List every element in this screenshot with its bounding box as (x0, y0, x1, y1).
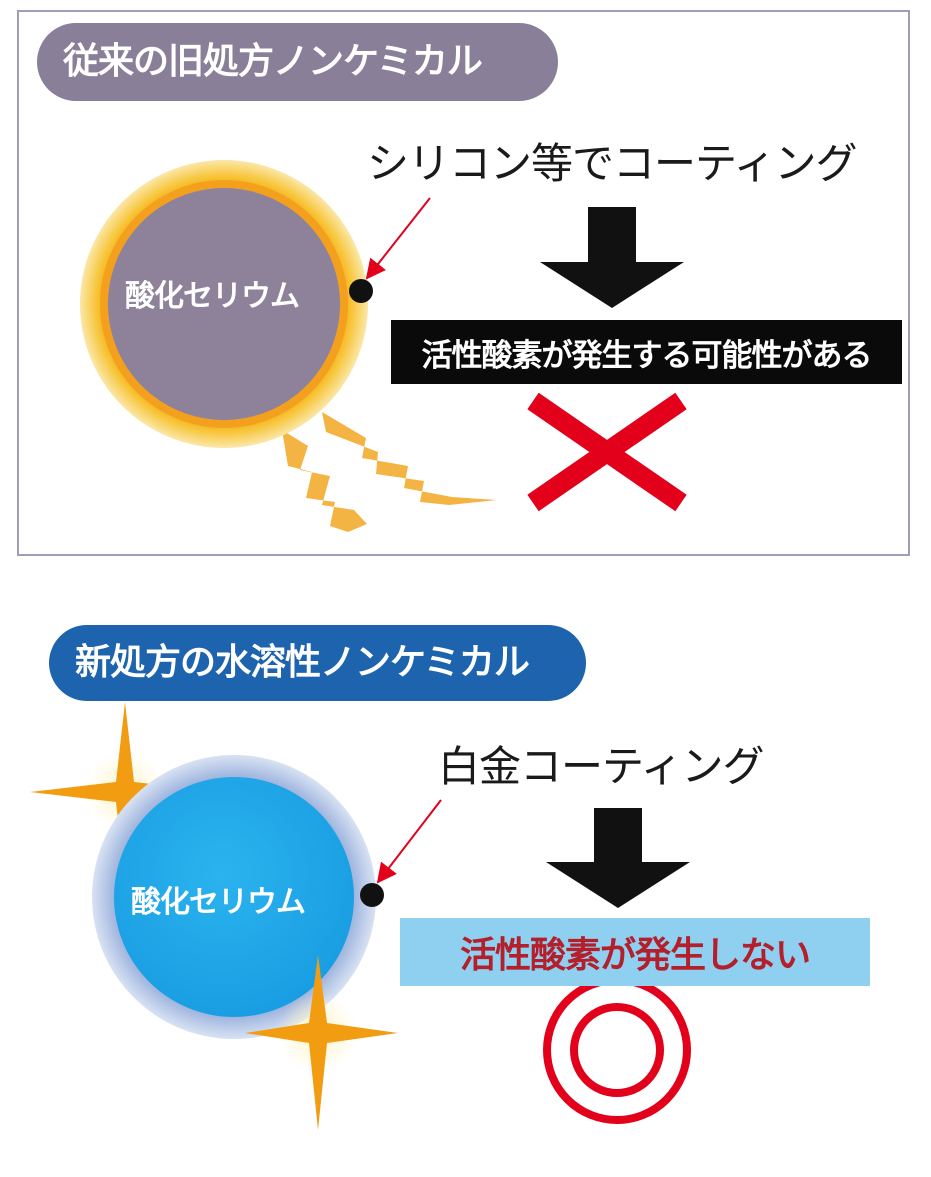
pointer-arrow-icon (376, 799, 442, 884)
old-cerium-oxide-sphere (80, 160, 368, 448)
new-core-label: 酸化セリウム (131, 885, 306, 920)
old-core-label: 酸化セリウム (125, 279, 300, 314)
new-coating-label: 白金コーティング (438, 742, 764, 791)
old-coating-label: シリコン等でコーティング (367, 139, 857, 188)
lightning-ray-icon (282, 412, 497, 532)
coating-particle-dot (349, 279, 373, 303)
new-formula-title: 新処方の水溶性ノンケミカル (49, 625, 586, 701)
pointer-arrow-icon (365, 197, 431, 280)
new-result-label: 活性酸素が発生しない (400, 918, 870, 986)
cross-mark-icon (527, 392, 687, 512)
old-result-label: 活性酸素が発生する可能性がある (391, 320, 902, 384)
down-arrow-icon (540, 207, 684, 308)
double-circle-icon (543, 976, 691, 1124)
old-formula-title: 従来の旧処方ノンケミカル (37, 23, 558, 101)
coating-particle-dot (360, 883, 384, 907)
sparkle-icon (245, 955, 398, 1130)
new-cerium-oxide-sphere (92, 755, 376, 1039)
down-arrow-icon (546, 808, 690, 908)
